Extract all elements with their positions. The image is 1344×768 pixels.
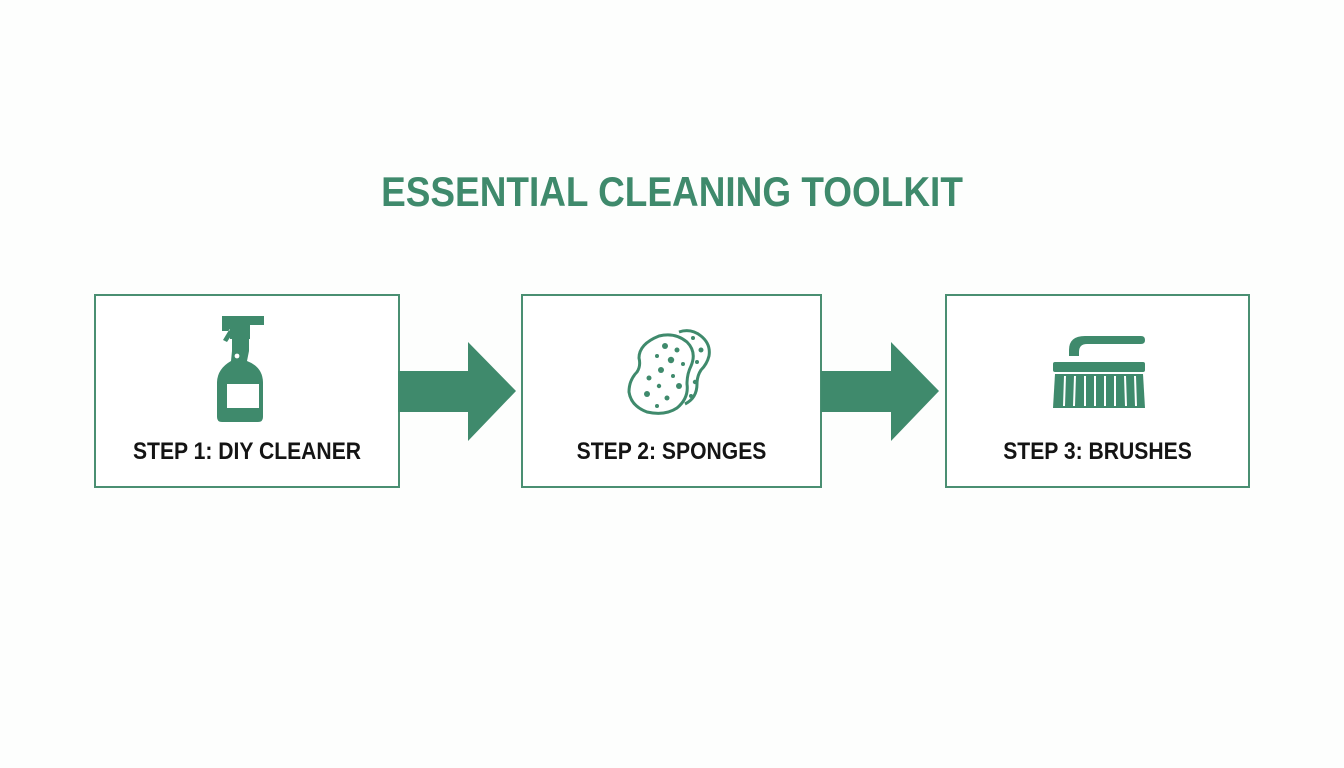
arrow-right-icon [398, 342, 518, 447]
step-label: STEP 1: DIY CLEANER [132, 438, 362, 465]
step-label: STEP 2: SPONGES [576, 438, 767, 465]
step-label: STEP 3: BRUSHES [1003, 438, 1192, 465]
spray-bottle-icon [96, 314, 398, 424]
step-box-diy-cleaner: STEP 1: DIY CLEANER [94, 294, 400, 488]
step-box-brushes: STEP 3: BRUSHES [945, 294, 1250, 488]
scrub-brush-icon [947, 314, 1248, 424]
arrow-right-icon [821, 342, 941, 447]
sponges-icon [523, 314, 820, 424]
page-title: ESSENTIAL CLEANING TOOLKIT [381, 168, 963, 215]
step-box-sponges: STEP 2: SPONGES [521, 294, 822, 488]
